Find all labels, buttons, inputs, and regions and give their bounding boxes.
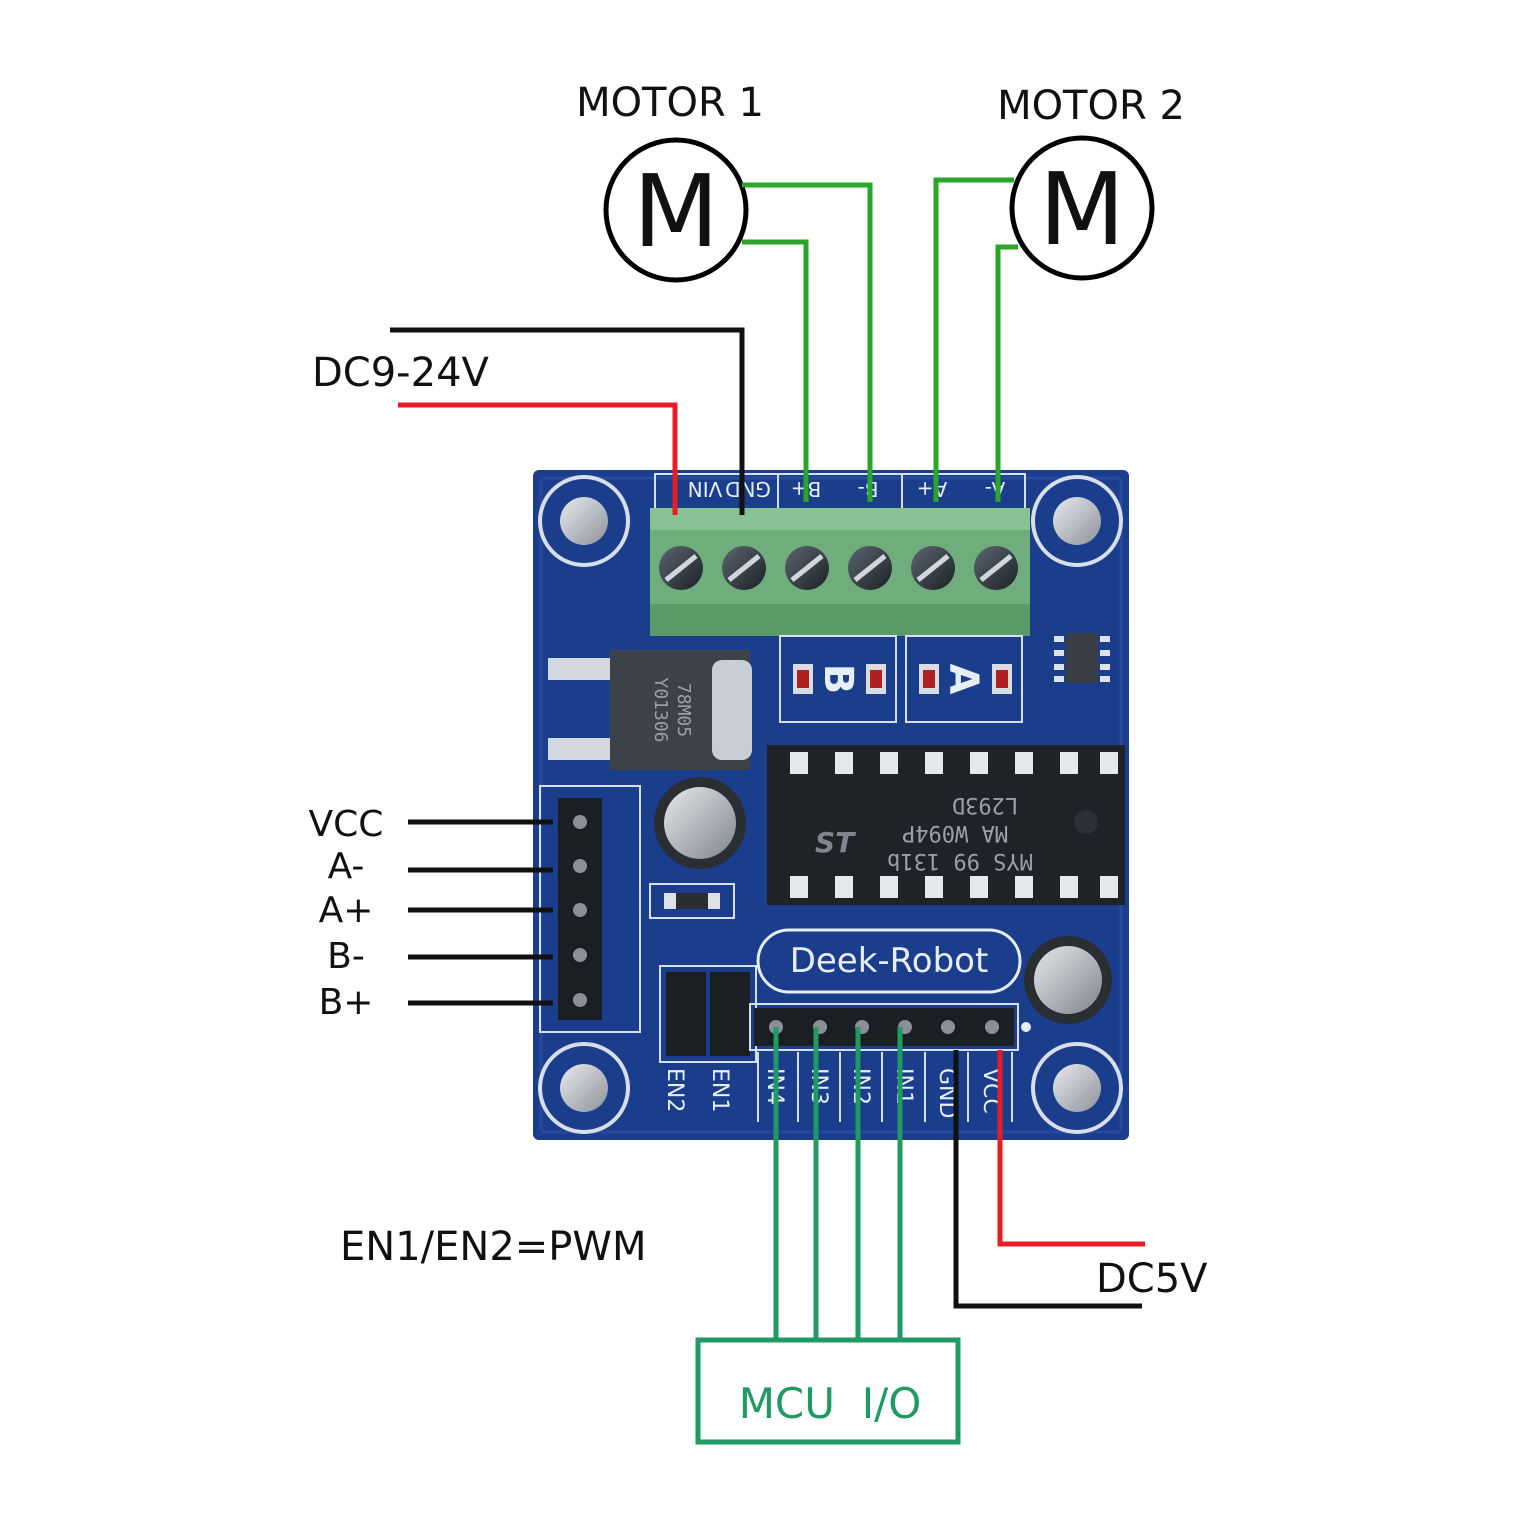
regulator-text-line-1: 78M05 — [673, 683, 694, 737]
regulator-text-line-2: Y01306 — [650, 677, 671, 742]
mcu-box-label: MCU I/O — [739, 1379, 922, 1428]
terminal-screw — [722, 546, 766, 590]
st-logo-icon: ST — [815, 826, 856, 859]
mounting-hole-bottom-right — [1031, 1042, 1123, 1134]
brand-logo: Deek-Robot — [756, 928, 1022, 994]
logic-power-label: DC5V — [1096, 1256, 1208, 1302]
channel-a-label: A — [940, 664, 986, 695]
voltage-regulator: 78M05 Y01306 — [548, 650, 752, 770]
brand-label: Deek-Robot — [790, 941, 989, 981]
motor-2-wire-a — [933, 177, 1014, 502]
motor-1: MOTOR 1 M — [576, 80, 764, 283]
motor-1-symbol: M — [633, 153, 719, 270]
terminal-screw — [785, 546, 829, 590]
pwm-note: EN1/EN2=PWM — [340, 1224, 646, 1270]
terminal-screw — [911, 546, 955, 590]
terminal-label-a-minus: A- — [985, 477, 1005, 501]
pin-label-in1: IN1 — [891, 1068, 916, 1105]
main-power-wires — [390, 327, 745, 515]
side-header-wires — [408, 819, 553, 1006]
logic-wire-vcc — [997, 1050, 1145, 1247]
mounting-hole-bottom-left — [538, 1042, 630, 1134]
mounting-hole-top-right — [1031, 475, 1123, 567]
ic-text-line-2: MA W094P — [902, 820, 1008, 845]
power-in-label: DC9-24V — [312, 350, 490, 396]
pin-label-en2: EN2 — [662, 1068, 687, 1112]
terminal-screw — [974, 546, 1018, 590]
terminal-label-gnd: GND — [725, 477, 771, 501]
header-label-a-minus: A- — [328, 846, 365, 887]
motor-2-wire-b — [995, 244, 1018, 502]
motor-1-title: MOTOR 1 — [576, 80, 764, 126]
screw-terminal-block — [650, 508, 1030, 636]
power-wire-positive — [398, 402, 678, 515]
capacitor-left — [654, 777, 746, 869]
capacitor-right — [1024, 936, 1112, 1024]
pcb-board: VIN GND B+ B- A+ A- — [533, 470, 1129, 1140]
motor-2-title: MOTOR 2 — [997, 83, 1185, 129]
motor-1-wire-b — [742, 239, 809, 502]
channel-b-led-box: B — [779, 635, 897, 723]
header-label-b-minus: B- — [327, 936, 365, 977]
ic-text-line-1: L293D — [952, 792, 1018, 817]
channel-b-label: B — [815, 664, 861, 695]
header-label-vcc: VCC — [309, 804, 384, 845]
terminal-screw — [659, 546, 703, 590]
motor-2: MOTOR 2 M — [997, 83, 1185, 281]
mcu-io-box: MCU I/O — [695, 1337, 961, 1445]
terminal-label-a-plus: A+ — [917, 477, 947, 501]
motor-wires — [742, 177, 1018, 502]
resistor-array — [1054, 633, 1110, 683]
terminal-screw — [848, 546, 892, 590]
motor-1-wire-a — [742, 182, 873, 502]
header-label-a-plus: A+ — [319, 890, 374, 931]
l293d-chip: L293D MA W094P MYS 99 131b ST — [767, 745, 1125, 905]
terminal-label-vin: VIN — [688, 477, 723, 501]
channel-a-led-box: A — [905, 635, 1023, 723]
bottom-pin-header — [749, 1003, 1031, 1051]
mounting-hole-top-left — [538, 475, 630, 567]
enable-jumpers — [659, 965, 757, 1063]
power-wire-negative — [390, 327, 745, 515]
logic-power-wires — [953, 1050, 1145, 1309]
smd-resistor — [649, 883, 735, 919]
logic-wire-gnd — [953, 1050, 1142, 1309]
pin-label-en1: EN1 — [707, 1068, 732, 1112]
side-header-labels: VCC A- A+ B- B+ — [309, 804, 384, 1023]
ic-text-line-3: MYS 99 131b — [887, 848, 1033, 873]
motor-2-symbol: M — [1039, 151, 1125, 268]
mcu-wires — [773, 1027, 903, 1340]
header-label-b-plus: B+ — [319, 982, 374, 1023]
